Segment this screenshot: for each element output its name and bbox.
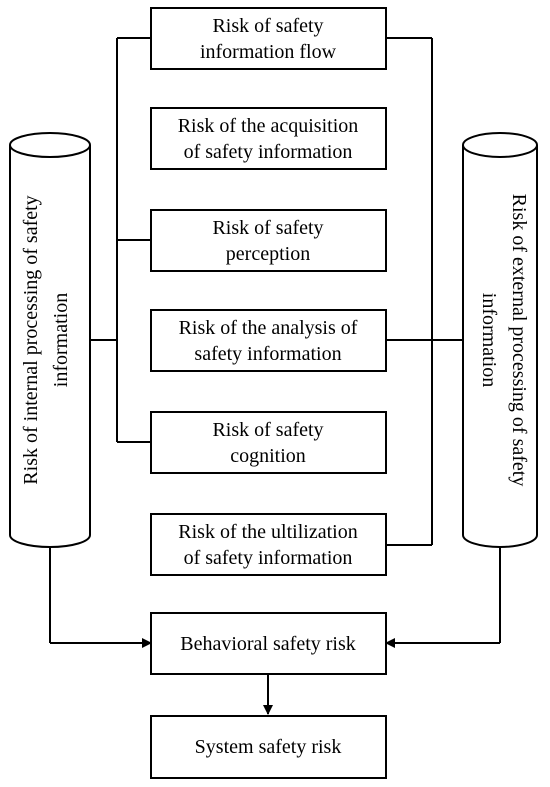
box-acquisition: Risk of the acquisition of safety inform…	[150, 107, 387, 170]
behavioral-safety-risk-label: Behavioral safety risk	[180, 633, 356, 655]
box-analysis: Risk of the analysis of safety informati…	[150, 309, 387, 372]
box-utilization-line2: of safety information	[184, 547, 353, 569]
box-analysis-line2: safety information	[194, 343, 341, 365]
behavioral-safety-risk-box: Behavioral safety risk	[150, 612, 387, 675]
box-information-flow-line2: information flow	[200, 41, 337, 63]
box-cognition: Risk of safety cognition	[150, 411, 387, 474]
box-cognition-line2: cognition	[230, 445, 306, 467]
box-perception: Risk of safety perception	[150, 209, 387, 272]
box-utilization-line1: Risk of the ultilization	[178, 521, 357, 543]
box-information-flow-line1: Risk of safety	[212, 15, 323, 37]
box-analysis-line1: Risk of the analysis of	[179, 317, 358, 339]
box-cognition-line1: Risk of safety	[212, 419, 323, 441]
box-perception-line1: Risk of safety	[212, 217, 323, 239]
system-safety-risk-box: System safety risk	[150, 715, 387, 779]
box-acquisition-line1: Risk of the acquisition	[178, 115, 359, 137]
box-perception-line2: perception	[226, 243, 310, 265]
internal-processing-line1: Risk of internal processing of safety	[20, 195, 42, 484]
box-information-flow: Risk of safety information flow	[150, 7, 387, 70]
system-safety-risk-label: System safety risk	[195, 736, 342, 758]
box-acquisition-line2: of safety information	[184, 141, 353, 163]
connectors	[49, 37, 501, 715]
internal-processing-line2: information	[50, 293, 72, 387]
external-processing-cylinder: Risk of external processing of safety in…	[462, 132, 538, 548]
external-processing-line1: Risk of external processing of safety	[508, 194, 530, 487]
internal-processing-cylinder: Risk of internal processing of safety in…	[9, 132, 91, 548]
external-processing-line2: information	[478, 293, 500, 387]
box-utilization: Risk of the ultilization of safety infor…	[150, 513, 387, 576]
